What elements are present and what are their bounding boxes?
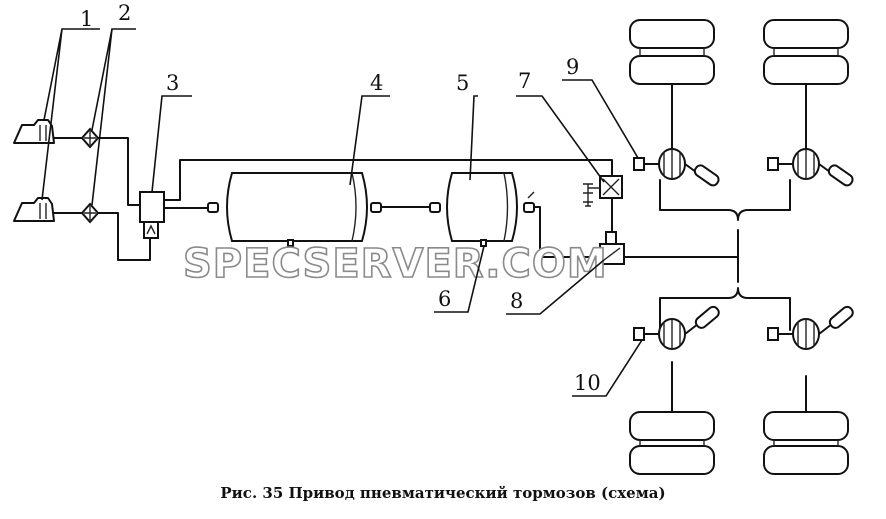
- axle-lines: [671, 83, 807, 413]
- figure-caption: Рис. 35 Привод пневматический тормозов (…: [220, 484, 666, 502]
- callout-6: 6: [438, 287, 451, 311]
- line-filter-lower-to-valve: [97, 212, 151, 261]
- wheel-front-left: [629, 19, 715, 85]
- brake-chamber-rear-right: [767, 305, 854, 350]
- wheel-rear-left: [629, 411, 715, 475]
- leader-8: [506, 259, 605, 315]
- callout-9: 9: [566, 55, 579, 79]
- leader-5: [469, 95, 478, 181]
- callout-10: 10: [574, 371, 601, 395]
- compressor-upper: [13, 119, 55, 144]
- line-filter-upper-to-valve: [97, 137, 141, 206]
- leader-2: [91, 28, 136, 206]
- callout-4: 4: [370, 71, 383, 95]
- leader-4: [349, 95, 390, 186]
- wheel-rear-right: [763, 411, 849, 475]
- line-receiver-to-brake-valve: [533, 206, 601, 258]
- leader-6: [434, 245, 485, 313]
- leader-10: [572, 339, 643, 397]
- manifold-lines: [659, 179, 791, 331]
- leader-9: [562, 79, 639, 159]
- line-valve-top-main: [163, 159, 613, 201]
- callout-1: 1: [80, 7, 93, 31]
- air-receiver-small: [429, 172, 535, 247]
- leader-7: [516, 95, 605, 183]
- callout-8: 8: [510, 289, 523, 313]
- callout-2: 2: [118, 1, 131, 25]
- wheel-front-right: [763, 19, 849, 85]
- callout-5: 5: [456, 71, 469, 95]
- air-receiver-large: [207, 172, 382, 247]
- callout-7: 7: [518, 69, 531, 93]
- valve-unit: [139, 191, 165, 239]
- brake-chamber-front-left: [633, 148, 720, 187]
- brake-chamber-front-right: [767, 148, 854, 187]
- callout-3: 3: [166, 71, 179, 95]
- brake-chamber-rear-left: [633, 305, 720, 350]
- compressor-lower: [13, 197, 55, 222]
- leader-3: [151, 95, 192, 193]
- filter-lower: [80, 202, 100, 224]
- watermark: SPECSERVER.COM: [183, 241, 608, 287]
- brake-valve: [599, 231, 625, 265]
- filter-upper: [80, 127, 100, 149]
- leader-1: [41, 28, 100, 201]
